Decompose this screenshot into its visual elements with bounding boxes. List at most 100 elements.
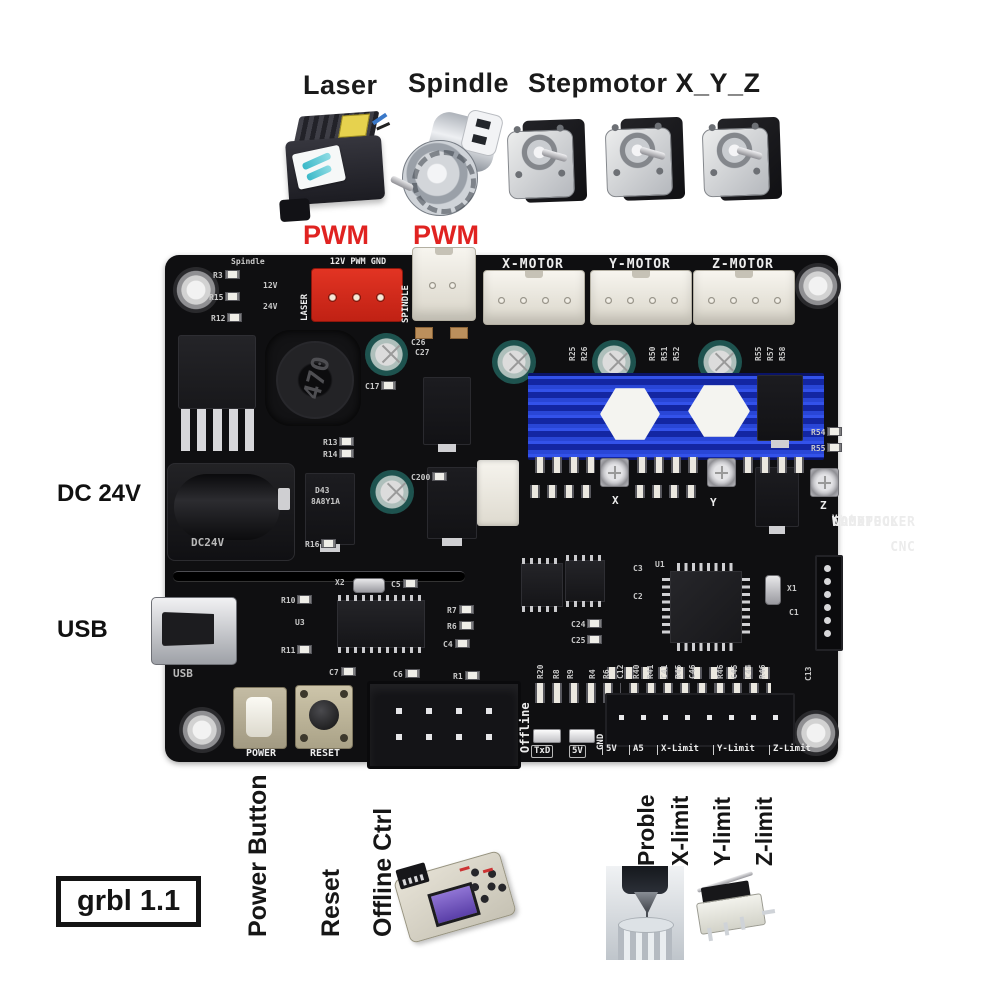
diode-package [305,473,355,552]
label-y-limit: Y-limit [709,796,735,866]
silk-ref-label: C3 [633,564,643,573]
silk-ref-label: R25 [568,346,577,361]
mosfet [423,377,471,452]
silk-ref-label: R11 [281,645,312,655]
silk-ref-label: C26 [411,338,426,347]
silk-ref-label: C200 [411,472,447,482]
reset-button[interactable] [295,685,353,749]
silk-ref-label: X1 [787,584,797,593]
stepper-motor-y-photo [604,115,691,214]
silk-ref-label: C45 [730,664,739,679]
laser-module-photo [279,106,397,229]
usb-uart-chip [337,595,425,653]
y-motor-connector [590,270,692,325]
silk-ref-label: C41 [660,664,669,679]
label-stepmotor: Stepmotor X_Y_Z [528,68,761,98]
silk-z-motor: Z-MOTOR [712,257,774,272]
mounting-hole [179,707,225,753]
probe-block-icon [618,917,674,960]
motor-vents [412,150,476,214]
power-button[interactable] [233,687,287,749]
crystal-x1 [765,575,781,605]
device-led-icon [459,865,470,872]
capacitor [365,333,408,376]
mosfet [427,467,477,546]
smd-capacitor [450,327,468,339]
silk-ref-label: R16 [305,539,336,549]
laser-lens [279,198,311,223]
silk-ref-label: C27 [415,348,430,357]
spindle-connector [412,247,476,321]
label-offline-ctrl: Offline Ctrl [369,807,397,937]
silk-ref-label: R51 [660,346,669,361]
silk-pin-ylimit: Y-Limit [713,744,755,755]
silk-pot-y: Y [710,496,717,509]
smd-resistor-row [605,667,775,679]
silk-txd: TxD [531,745,554,758]
laser-wire2 [376,122,391,131]
label-spindle: Spindle [408,68,510,98]
txd-led [533,729,561,743]
switch-pin-icon [761,909,776,915]
silk-pin-xlimit: X-Limit [657,744,699,755]
silk-ref-label: R46 [716,664,725,679]
silk-ref-label: C7 [329,667,356,677]
silk-ref-label: R58 [778,346,787,361]
limit-switch-photo [690,871,786,946]
label-pwm-spindle: PWM [413,220,479,250]
silk-ref-label: R55 [811,443,842,453]
smd-capacitor [415,327,433,339]
stepper-motor-x-photo [506,117,593,216]
silk-ref-label: C4 [443,639,470,649]
smd-resistor-row [741,457,805,473]
silk-ref-label: U3 [295,618,305,627]
regulator-legs [181,409,255,451]
silk-ref-label: R40 [632,664,641,679]
silk-pot-x: X [612,494,619,507]
probe-cone-icon [634,892,658,914]
voltage-regulator [178,335,256,409]
silk-woodpecker: WOODPECKER CNC [832,515,916,555]
grbl-version-badge: grbl 1.1 [56,876,202,927]
warning-label-icon [338,113,371,138]
silk-12v-pwm-gnd: 12V PWM GND [329,257,387,267]
silk-ref-label: R26 [580,346,589,361]
silk-ref-label: C17 [365,381,396,391]
power-inductor: 470 [265,330,361,426]
limit-probe-header[interactable] [605,693,795,747]
mounting-hole [173,267,219,313]
silk-ref-label: C6 [393,669,420,679]
cnc-controller-board: LASER 12V PWM GND SPINDLE X-MOTOR Y-MOTO… [151,247,915,769]
silk-ref-label: C44 [744,664,753,679]
device-buttons-icon [470,867,480,878]
smd-resistor-row [533,457,595,473]
silk-ref-label: R7 [447,605,474,615]
label-power-button: Power Button [244,774,272,938]
device-connector-icon [395,862,430,890]
mosfet [755,467,799,534]
silk-ref-label: R50 [648,346,657,361]
silk-ref-label: R12 [211,313,242,323]
probe-photo [606,866,684,960]
crystal-x2 [353,578,385,593]
smd-resistor-row [633,485,703,498]
soic8-chip [565,555,605,607]
silk-ref-label: R9 [566,669,575,679]
spindle-motor-photo [389,108,506,218]
silk-ref-label: R57 [766,346,775,361]
silk-ref-label: R41 [646,664,655,679]
dc-power-jack [167,463,295,561]
laser-pwm-connector [311,268,403,322]
silk-ref-label: R13 [323,437,354,447]
silk-camxtool: CAMXTOOL [832,515,899,530]
mounting-hole [793,710,839,756]
label-usb: USB [57,616,108,643]
silk-ref-label: R14 [323,449,354,459]
silk-ref-label: C46 [688,664,697,679]
silk-5v-led: 5V [569,745,586,758]
smd-resistor-row [528,485,598,498]
silk-ref-label: R45 [674,664,683,679]
offline-controller-connector[interactable] [367,681,521,769]
lcd-screen-icon [427,881,481,928]
